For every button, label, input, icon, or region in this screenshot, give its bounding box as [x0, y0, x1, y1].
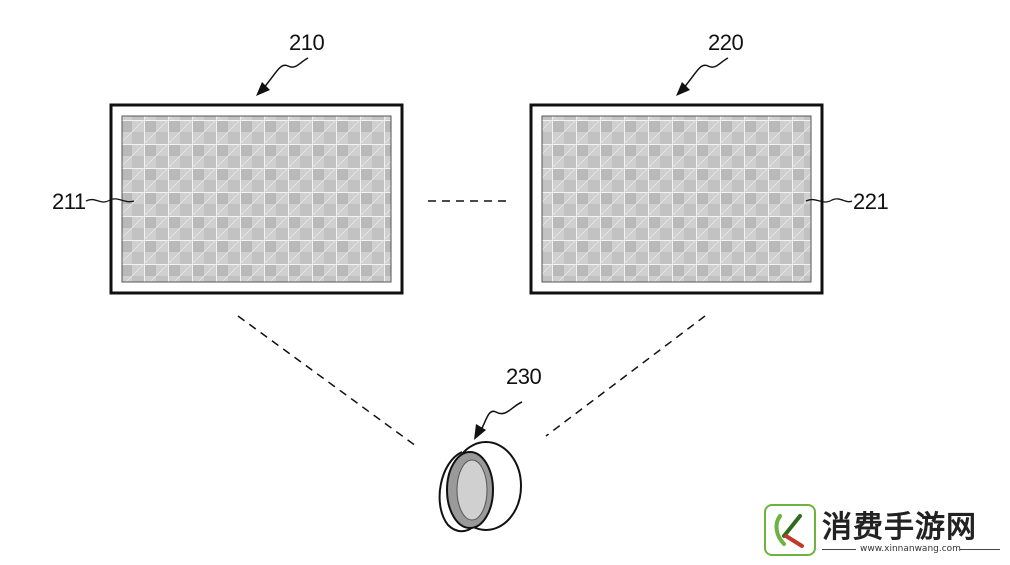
- watermark-logo-icon: [764, 504, 816, 556]
- label-220: 220: [708, 30, 743, 55]
- watermark-url: www.xinnanwang.com: [860, 544, 961, 554]
- arrow-230: [474, 401, 523, 440]
- label-211: 211: [52, 189, 86, 214]
- display-220: [529, 103, 824, 295]
- arrow-220: [676, 57, 729, 96]
- label-221: 221: [853, 189, 888, 214]
- watermark-name: 消费手游网: [822, 510, 977, 545]
- display-220-screen: [541, 115, 812, 283]
- watermark-divider-right: [960, 549, 1000, 550]
- watermark-divider-left: [822, 549, 856, 550]
- device-230-ring: [438, 441, 522, 533]
- arrow-210: [256, 57, 309, 96]
- display-210: [109, 103, 404, 295]
- label-210: 210: [289, 30, 324, 55]
- watermark: 消费手游网 www.xinnanwang.com: [756, 500, 1004, 562]
- display-210-screen: [121, 115, 392, 283]
- leader-211: [85, 198, 135, 203]
- leader-221: [805, 198, 853, 203]
- label-230: 230: [506, 364, 541, 389]
- connector-dashed-left: [237, 315, 417, 447]
- connector-dashed-right: [545, 315, 706, 437]
